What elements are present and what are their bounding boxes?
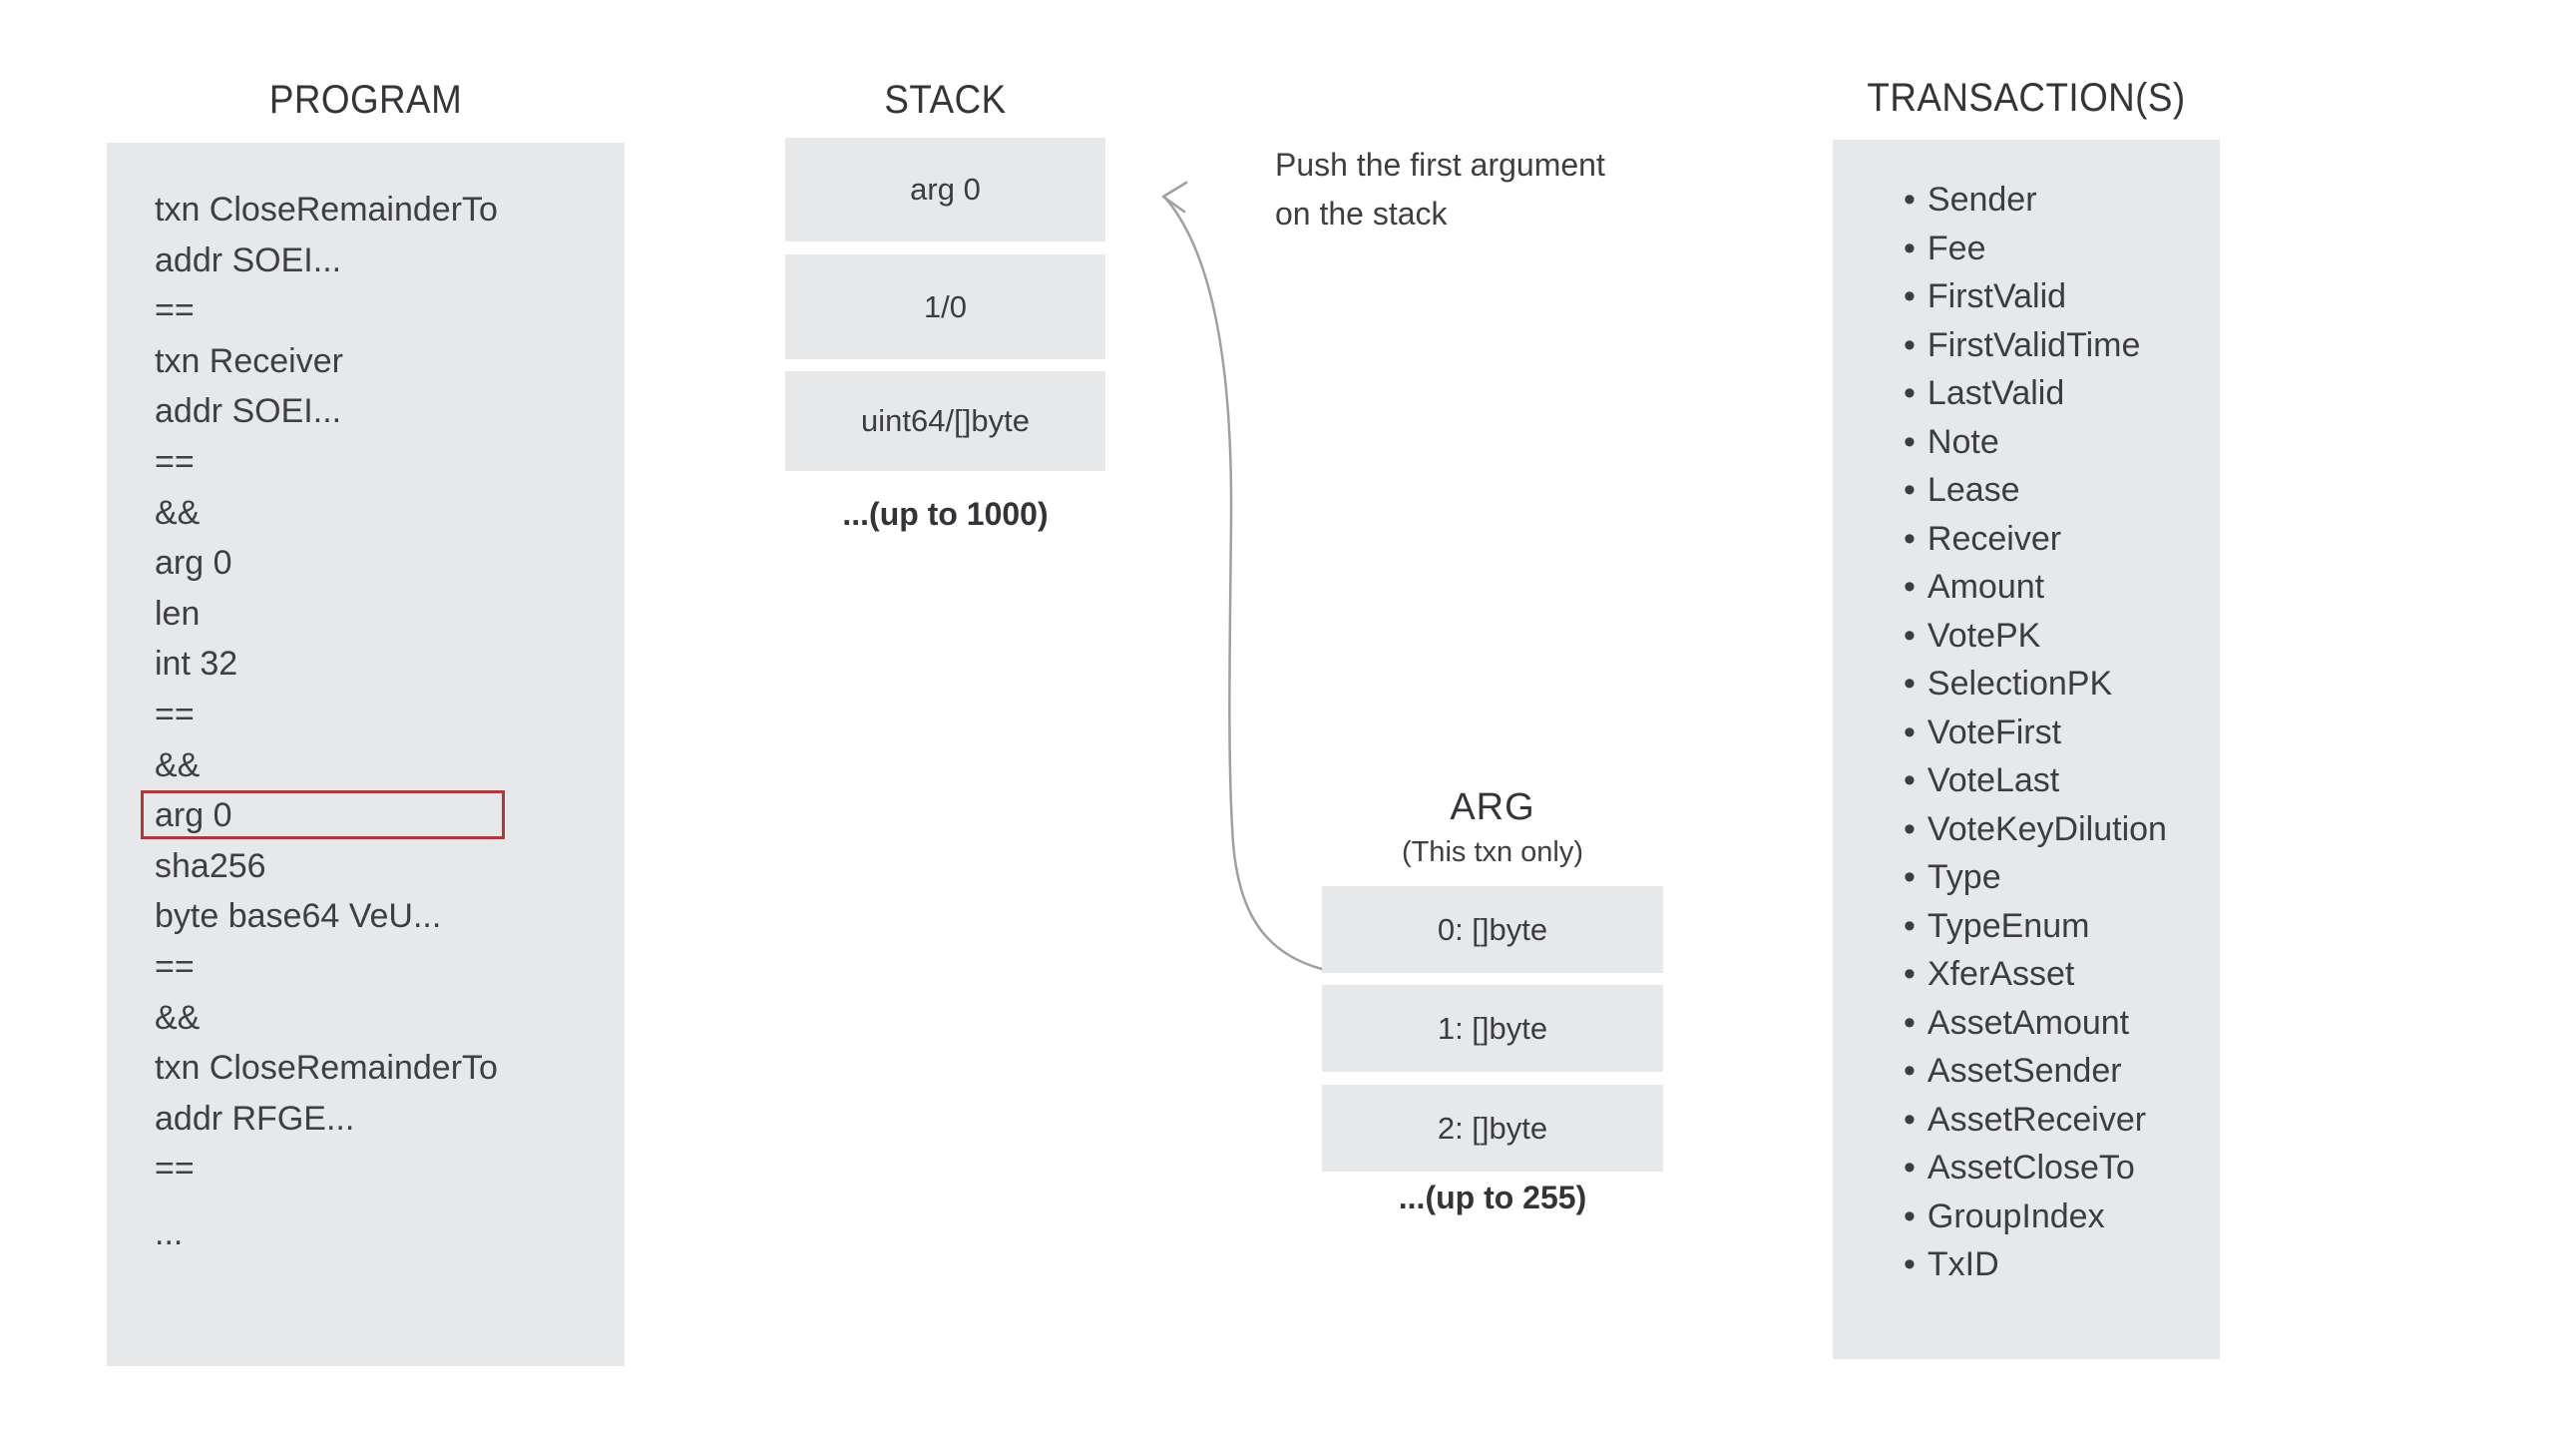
program-panel: txn CloseRemainderTo addr SOEI... == txn… xyxy=(107,143,625,1366)
push-annotation-line1: Push the first argument xyxy=(1275,147,1605,183)
arg-slot: 1: []byte xyxy=(1322,985,1663,1072)
transaction-field: LastValid xyxy=(1904,369,2220,418)
program-row: && xyxy=(155,745,201,784)
program-row: addr SOEI... xyxy=(155,392,342,431)
transactions-panel: Sender Fee FirstValid FirstValidTime Las… xyxy=(1833,140,2220,1359)
transaction-field: AssetSender xyxy=(1904,1047,2220,1096)
arg-slot: 0: []byte xyxy=(1322,886,1663,973)
transaction-field: VoteKeyDilution xyxy=(1904,805,2220,854)
program-row: == xyxy=(155,695,195,733)
program-row: len xyxy=(155,594,201,633)
program-row: txn CloseRemainderTo xyxy=(155,1049,498,1088)
arg-capacity-note: ...(up to 255) xyxy=(1398,1180,1587,1215)
stack-slot: 1/0 xyxy=(785,254,1105,359)
stack-capacity-note: ...(up to 1000) xyxy=(842,496,1049,532)
program-row: == xyxy=(155,947,195,986)
transaction-field: Type xyxy=(1904,853,2220,902)
program-row: == xyxy=(155,1150,195,1189)
transaction-field: FirstValid xyxy=(1904,272,2220,321)
program-row: txn Receiver xyxy=(155,341,343,380)
transaction-field: Amount xyxy=(1904,563,2220,612)
transaction-field: TypeEnum xyxy=(1904,902,2220,951)
transaction-field: TxID xyxy=(1904,1240,2220,1289)
program-row: byte base64 VeU... xyxy=(155,897,442,936)
program-row-highlighted: arg 0 xyxy=(155,796,232,835)
transaction-field: FirstValidTime xyxy=(1904,321,2220,370)
transaction-field: VoteLast xyxy=(1904,756,2220,805)
program-row: sha256 xyxy=(155,846,266,885)
program-row: addr RFGE... xyxy=(155,1099,355,1138)
transaction-field: VoteFirst xyxy=(1904,709,2220,757)
transaction-field: Lease xyxy=(1904,466,2220,515)
arg-subtitle: (This txn only) xyxy=(1401,836,1584,868)
push-annotation: Push the first argument on the stack xyxy=(1275,141,1605,239)
transaction-field: AssetAmount xyxy=(1904,999,2220,1048)
program-row: arg 0 xyxy=(155,544,232,583)
arg-slot: 2: []byte xyxy=(1322,1085,1663,1172)
program-row: ... xyxy=(155,1213,184,1252)
push-arrow-head xyxy=(1161,181,1188,214)
current-instruction-highlight-box xyxy=(141,790,505,839)
program-title: PROGRAM xyxy=(268,78,463,122)
transaction-field: Receiver xyxy=(1904,515,2220,564)
transaction-field: Sender xyxy=(1904,176,2220,225)
program-row: addr SOEI... xyxy=(155,240,342,279)
arg-title: ARG xyxy=(1450,786,1535,828)
program-row: txn CloseRemainderTo xyxy=(155,191,498,229)
program-opcode-list: txn CloseRemainderTo addr SOEI... == txn… xyxy=(155,185,498,1258)
program-row: && xyxy=(155,493,201,532)
transaction-field: SelectionPK xyxy=(1904,660,2220,709)
transaction-field: AssetReceiver xyxy=(1904,1096,2220,1145)
stack-title: STACK xyxy=(884,78,1007,122)
program-row: == xyxy=(155,291,195,330)
stack-slot: arg 0 xyxy=(785,138,1105,241)
transaction-field: VotePK xyxy=(1904,612,2220,661)
transaction-field: AssetCloseTo xyxy=(1904,1144,2220,1193)
transaction-field: XferAsset xyxy=(1904,950,2220,999)
transactions-title: TRANSACTION(S) xyxy=(1867,76,2186,120)
push-annotation-line2: on the stack xyxy=(1275,196,1448,232)
program-row: int 32 xyxy=(155,645,238,684)
stack-slot: uint64/[]byte xyxy=(785,371,1105,471)
program-row: == xyxy=(155,442,195,481)
transaction-field-list: Sender Fee FirstValid FirstValidTime Las… xyxy=(1833,176,2220,1289)
transaction-field: GroupIndex xyxy=(1904,1193,2220,1241)
transaction-field: Fee xyxy=(1904,225,2220,273)
transaction-field: Note xyxy=(1904,418,2220,467)
program-row: && xyxy=(155,998,201,1037)
